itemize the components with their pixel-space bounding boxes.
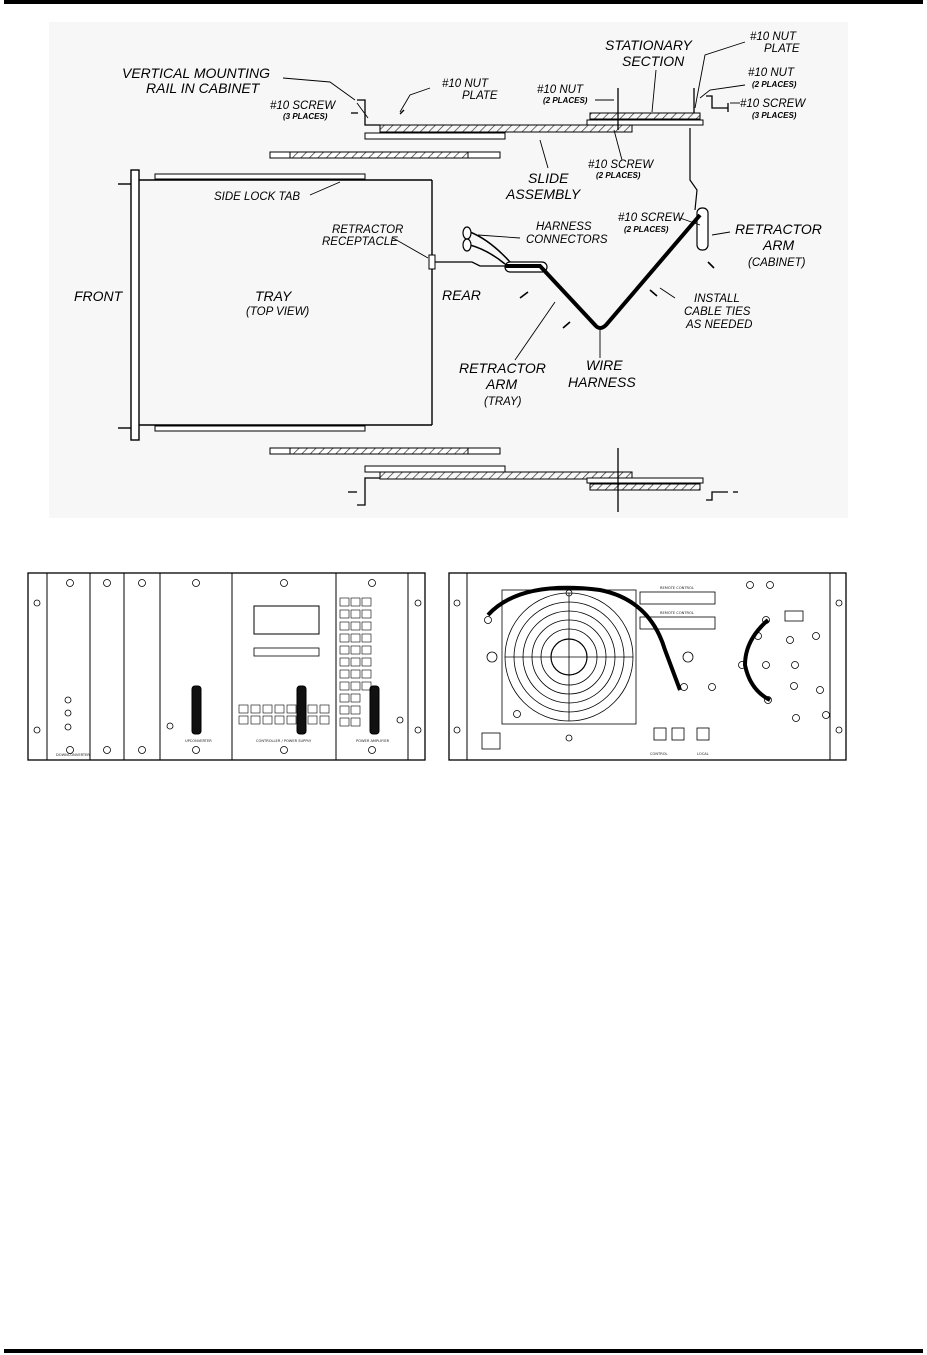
retractor-and-harness (428, 128, 715, 330)
module-controller: CONTROLLER / POWER SUPPLY (256, 739, 312, 743)
cabinet-retractor-arm (696, 207, 709, 251)
label-cable-ties: INSTALL (694, 293, 740, 305)
label-wire: WIRE (586, 357, 623, 373)
label-retractor-cabinet-2: ARM (762, 237, 794, 253)
label-retractor-tray-3: (TRAY) (484, 396, 522, 408)
slide-installation-diagram: VERTICAL MOUNTING RAIL IN CABINET #10 NU… (49, 22, 848, 518)
rear-port-control: CONTROL (650, 752, 668, 756)
label-stationary: STATIONARY (605, 37, 694, 53)
leader-lines (282, 41, 746, 361)
top-rule (4, 0, 923, 4)
label-vertical-rail: VERTICAL MOUNTING (122, 65, 270, 81)
label-screw-left-places: (3 PLACES) (283, 112, 328, 121)
label-nut-right-places: (2 PLACES) (752, 80, 797, 89)
rear-port-local: LOCAL (697, 752, 709, 756)
label-nut-plate-right-2: PLATE (764, 43, 800, 55)
label-retractor-tray: RETRACTOR (459, 360, 546, 376)
tray-outline (118, 169, 433, 441)
label-retractor-receptacle-2: RECEPTACLE (322, 236, 398, 248)
rear-jumper-cable (486, 585, 682, 691)
mounting-hardware (348, 88, 738, 512)
label-screw-arm: #10 SCREW (618, 212, 684, 224)
label-screw-slide: #10 SCREW (588, 159, 654, 171)
label-screw-left: #10 SCREW (270, 100, 336, 112)
module-power-amplifier: POWER AMPLIFIER (356, 739, 390, 743)
label-screw-arm-places: (2 PLACES) (624, 225, 669, 234)
label-nut-plate-left-2: PLATE (462, 90, 498, 102)
label-retractor-cabinet: RETRACTOR (735, 221, 822, 237)
label-screw-right: #10 SCREW (740, 98, 806, 110)
label-nut-plate-right: #10 NUT (750, 31, 797, 43)
diagram-background (49, 22, 848, 518)
label-harness-2: CONNECTORS (526, 234, 608, 246)
label-cable-ties-2: CABLE TIES (684, 306, 751, 318)
rear-header-1: REMOTE CONTROL (660, 586, 694, 590)
label-vertical-rail-2: RAIL IN CABINET (146, 80, 261, 96)
label-tray-view: (TOP VIEW) (246, 306, 309, 318)
rear-header-2: REMOTE CONTROL (660, 611, 694, 615)
label-wire-2: HARNESS (568, 374, 636, 390)
label-slide-2: ASSEMBLY (505, 186, 582, 202)
label-harness: HARNESS (536, 221, 592, 233)
label-side-lock-tab: SIDE LOCK TAB (214, 191, 300, 203)
label-nut-plate-left: #10 NUT (442, 78, 489, 90)
harness-connector-a (462, 226, 472, 240)
label-nut-right: #10 NUT (748, 67, 795, 79)
label-front: FRONT (74, 288, 124, 304)
diagram-labels: VERTICAL MOUNTING RAIL IN CABINET #10 NU… (74, 31, 822, 408)
label-retractor-cabinet-3: (CABINET) (748, 257, 806, 269)
label-screw-slide-places: (2 PLACES) (596, 171, 641, 180)
label-cable-ties-3: AS NEEDED (685, 319, 752, 331)
bottom-rule (4, 1349, 923, 1353)
rear-panel-view: REMOTE CONTROL REMOTE CONTROL (448, 572, 847, 761)
front-panel-edge (130, 169, 140, 441)
label-screw-right-places: (3 PLACES) (752, 111, 797, 120)
label-retractor-tray-2: ARM (485, 376, 517, 392)
label-tray: TRAY (255, 288, 293, 304)
upper-slide-rails (154, 112, 704, 180)
label-retractor-receptacle: RETRACTOR (332, 224, 403, 236)
rear-loop-cable (742, 618, 771, 702)
fan-grille (486, 589, 694, 742)
wire-harness (505, 213, 702, 330)
module-upconverter: UPCONVERTER (185, 739, 212, 743)
label-nut-center: #10 NUT (537, 84, 584, 96)
label-nut-center-places: (2 PLACES) (543, 96, 588, 105)
lower-slide-rails (154, 425, 704, 491)
label-slide: SLIDE (528, 170, 569, 186)
module-downconverter: DOWNCONVERTER (56, 753, 90, 757)
label-rear: REAR (442, 287, 481, 303)
front-panel-view: DOWNCONVERTER UPCONVERTER CONTROLLER / P… (27, 572, 426, 761)
harness-connector-b (462, 238, 472, 252)
label-stationary-2: SECTION (622, 53, 685, 69)
